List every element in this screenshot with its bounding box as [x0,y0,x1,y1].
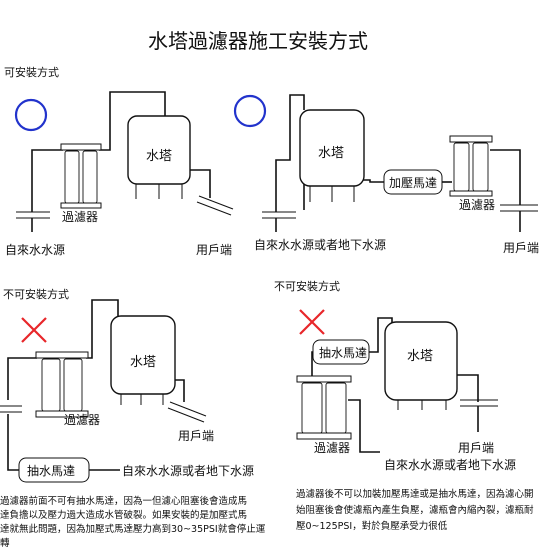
pipe-pump-to-filter [7,357,37,400]
suction-pump-label: 抽水馬達 [319,346,367,360]
booster-pump [383,169,443,195]
no-x-icon [21,317,47,343]
pipe-tank-to-user [172,379,185,402]
filter-label: 過濾器 [64,412,100,427]
pipe-pump-to-tank [368,317,393,353]
pipe-source-to-tank [275,94,305,212]
user-end-label: 用戶端 [458,441,494,455]
panel-forbidden-1: 不可安裝方式 過濾器 水塔 抽水馬達 自來水水源或者地下水源 用戶端 [0,287,268,549]
pipe-filter-to-source [348,399,380,453]
tank-label: 水塔 [130,355,156,370]
pipe-pump-to-valve [7,414,20,471]
section-label-forbidden: 不可安裝方式 [3,287,69,301]
filter-label: 過濾器 [459,197,495,212]
water-tank [384,321,458,401]
tank-legs [309,186,355,202]
filter-cartridge [301,382,323,434]
filter-cartridge [453,142,470,192]
tank-label: 水塔 [318,146,344,161]
filter-cartridge [472,142,489,192]
user-end-label: 用戶端 [178,429,214,443]
pipe-tank-to-user [189,169,211,198]
filter-cartridge [82,150,98,204]
pipe-source-to-filter [31,149,63,212]
user-end-label: 用戶端 [503,241,539,255]
source-label: 自來水水源或者地下水源 [384,458,516,472]
tank-legs [397,400,447,410]
filter-cartridge [41,358,61,412]
suction-pump-label: 抽水馬達 [27,464,75,478]
filter-label: 過濾器 [314,440,350,455]
panel-forbidden-2: 不可安裝方式 抽水馬達 水塔 過濾器 自來水水源或者地下水源 用戶端 過濾器後不… [274,279,537,532]
ok-circle-icon [233,94,267,128]
water-tank [110,315,176,395]
note-left: 過濾器前面不可有抽水馬達，因為一但濾心阻塞後會造成馬 達負擔以及壓力過大造成水管… [0,495,268,549]
user-valve-top [198,195,234,210]
pipe-tank-to-user [457,374,479,402]
tank-legs [120,394,164,405]
ok-circle-icon [14,98,48,132]
user-end-label: 用戶端 [196,243,232,257]
user-valve-bottom [167,407,205,423]
diagram-title: 水塔過濾器施工安裝方式 [148,29,368,53]
pipe-filter-to-user [490,149,521,205]
panel-allowed-2: 水塔 加壓馬達 過濾器 自來水水源或者地下水源 用戶端 [233,94,539,255]
filter-cartridge [63,358,83,412]
user-valve-bottom [196,201,232,216]
pipe-filter-to-tank [99,91,166,151]
user-valve-top [169,401,207,417]
no-x-icon [299,309,325,335]
source-label: 自來水水源 [5,243,65,257]
booster-pump-label: 加壓馬達 [389,176,437,190]
source-label: 自來水水源或者地下水源 [122,464,254,478]
tank-label: 水塔 [146,149,172,164]
panel-allowed-1: 可安裝方式 過濾器 水塔 自來水水源 用戶端 [4,65,234,257]
filter-label: 過濾器 [62,209,98,224]
filter-cartridge [64,150,80,204]
note-right: 過濾器後不可以加裝加壓馬達或是抽水馬達，因為濾心開 始阻塞後會使濾瓶內產生負壓，… [296,488,537,532]
source-label: 自來水水源或者地下水源 [254,238,386,252]
tank-legs [135,184,183,199]
suction-pump [312,339,370,365]
tank-label: 水塔 [407,349,433,364]
pipe-filter-to-tank [86,299,119,359]
section-label-allowed: 可安裝方式 [4,65,59,79]
section-label-forbidden: 不可安裝方式 [274,279,340,293]
filter-cartridge [325,382,347,434]
